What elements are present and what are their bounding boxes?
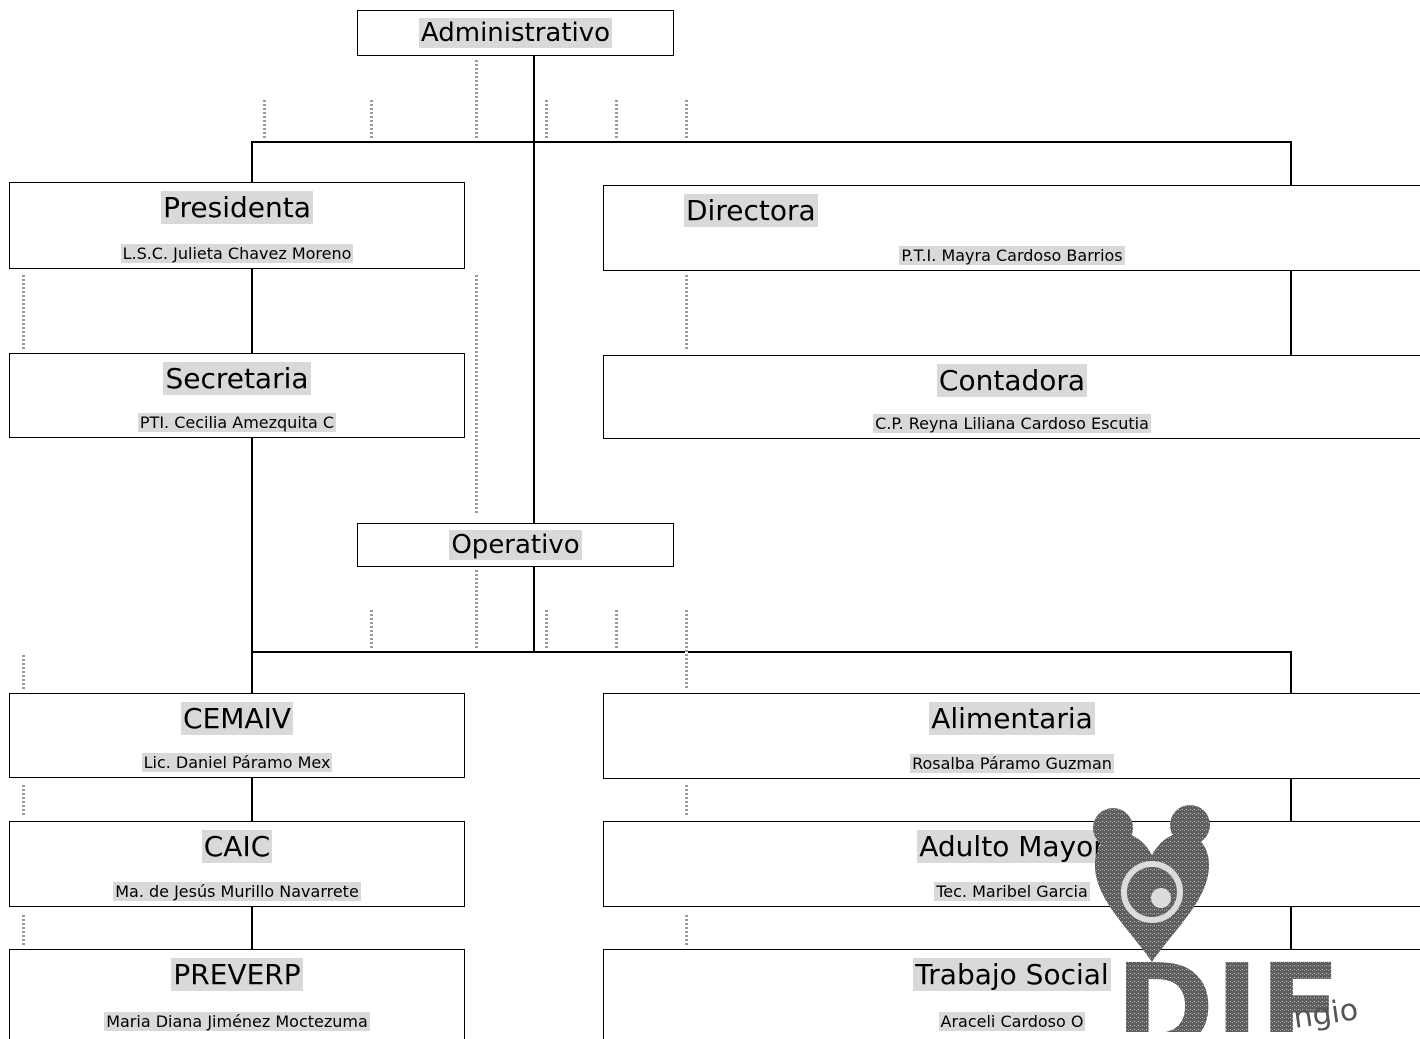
operativo-header: Operativo [357,523,674,567]
scan-artifact [22,785,25,815]
logo-inner-ring [1121,861,1183,923]
caic-name: Ma. de Jesús Murillo Navarrete [113,882,361,901]
scan-artifact [370,100,373,140]
dif-logo-text: DIF [1115,940,1341,1032]
directora-contadora-connector [1290,270,1292,356]
secretaria-role: Secretaria [163,362,311,395]
logo-tagline: ngio [1291,992,1360,1032]
alimentaria-role: Alimentaria [929,702,1095,735]
trabajo-social-role: Trabajo Social [913,958,1111,991]
administrativo-label: Administrativo [418,18,613,48]
alimentaria-box: Alimentaria Rosalba Páramo Guzman [603,693,1420,779]
right-lower-connector [1290,651,1292,694]
cemaiv-caic-connector [251,777,253,822]
scan-artifact [685,785,688,815]
cemaiv-name: Lic. Daniel Páramo Mex [141,753,333,772]
directora-box: Directora P.T.I. Mayra Cardoso Barrios [603,185,1420,271]
preverp-box: PREVERP Maria Diana Jiménez Moctezuma [9,949,465,1039]
presidenta-box: Presidenta L.S.C. Julieta Chavez Moreno [9,182,465,269]
scan-artifact [22,275,25,350]
presidenta-secretaria-connector [251,268,253,354]
adulto-mayor-role: Adulto Mayor [917,830,1107,863]
scan-artifact [685,915,688,945]
cemaiv-box: CEMAIV Lic. Daniel Páramo Mex [9,693,465,778]
caic-box: CAIC Ma. de Jesús Murillo Navarrete [9,821,465,907]
caic-role: CAIC [201,830,273,863]
directora-name: P.T.I. Mayra Cardoso Barrios [899,246,1125,265]
cemaiv-role: CEMAIV [181,702,293,735]
scan-artifact [545,610,548,650]
scan-artifact [615,100,618,140]
secretaria-box: Secretaria PTI. Cecilia Amezquita C [9,353,465,438]
adulto-mayor-name: Tec. Maribel Garcia [934,882,1090,901]
scan-artifact [263,100,266,140]
contadora-role: Contadora [936,364,1088,397]
scan-artifact [475,275,478,515]
right-upper-connector [1290,141,1292,186]
preverp-role: PREVERP [171,958,303,991]
dif-logo: DIF ngio [1093,805,1360,1032]
contadora-box: Contadora C.P. Reyna Liliana Cardoso Esc… [603,355,1420,439]
alimentaria-adulto-connector [1290,778,1292,822]
left-upper-connector [251,141,253,183]
adulto-mayor-box: Adulto Mayor Tec. Maribel Garcia [603,821,1420,907]
caic-preverp-connector [251,906,253,950]
trabajo-social-name: Araceli Cardoso O [938,1012,1086,1031]
operativo-label: Operativo [449,530,582,560]
presidenta-role: Presidenta [161,191,313,224]
top-horizontal-connector [251,141,1292,143]
scan-artifact [475,60,478,140]
adulto-trabajo-connector [1290,906,1292,950]
logo-inner-dot [1151,888,1171,908]
directora-role: Directora [684,194,818,227]
scan-artifact [685,100,688,140]
scan-artifact [685,610,688,690]
contadora-name: C.P. Reyna Liliana Cardoso Escutia [873,414,1151,433]
scan-artifact [615,610,618,650]
preverp-name: Maria Diana Jiménez Moctezuma [104,1012,370,1031]
scan-artifact [370,610,373,650]
secretaria-cemaiv-connector [251,437,253,694]
trabajo-social-box: Trabajo Social Araceli Cardoso O [603,949,1420,1039]
secretaria-name: PTI. Cecilia Amezquita C [137,413,337,432]
scan-artifact [22,915,25,945]
administrativo-header: Administrativo [357,10,674,56]
scan-artifact [545,100,548,140]
vertical-trunk [533,55,535,652]
presidenta-name: L.S.C. Julieta Chavez Moreno [120,244,354,263]
scan-artifact [475,570,478,650]
alimentaria-name: Rosalba Páramo Guzman [910,754,1114,773]
scan-artifact [22,655,25,690]
bottom-horizontal-connector [251,651,1292,653]
scan-artifact [685,275,688,350]
